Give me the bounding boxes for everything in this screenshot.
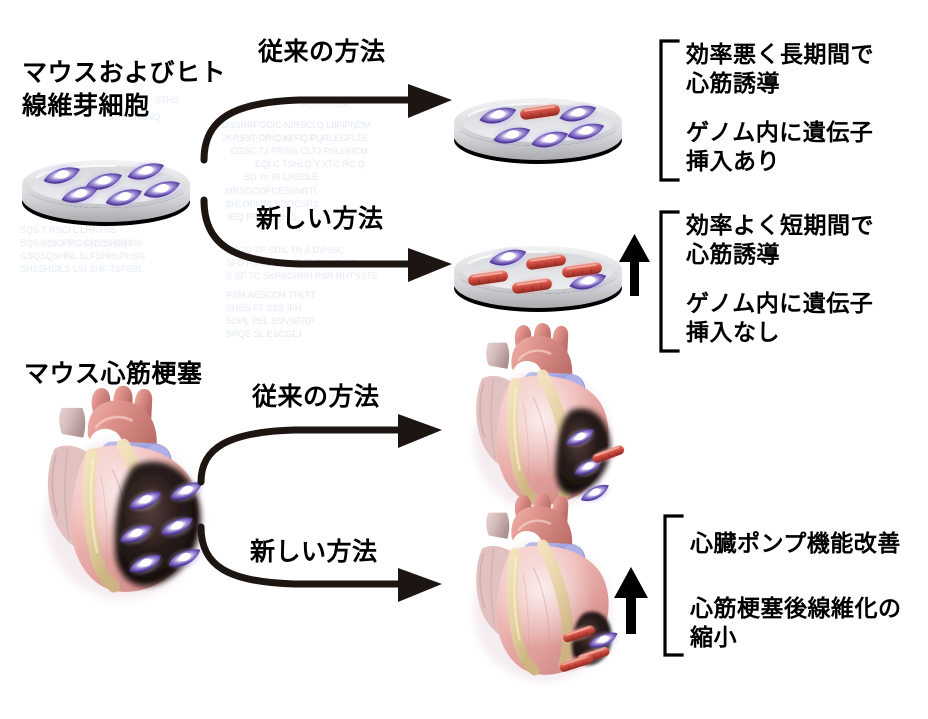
curved-flow-arrow-icon-dish-new [200,196,420,268]
flow-arrows [197,84,452,602]
result-note-heart-new-1: 心臓ポンプ機能改善 [690,530,901,556]
up-arrows [614,234,650,634]
arrow-label-dish-new: 新しい方法 [256,205,384,233]
up-arrow-icon-heart-new [614,567,648,634]
source-infarct-heart-art [45,386,209,600]
source-fibroblast-dish-art [20,155,192,228]
result-heart-conventional-art [474,323,631,511]
result-heart-new-art [474,493,623,681]
left-square-bracket-icon-3 [663,514,684,657]
left-square-bracket-icon-2 [659,210,680,353]
arrow-label-heart-new: 新しい方法 [250,538,378,566]
arrow-label-heart-conventional: 従来の方法 [252,383,380,411]
curved-flow-arrow-icon-heart-conventional [197,426,410,486]
arrow-label-dish-conventional: 従来の方法 [258,38,386,66]
result-note-dish-conventional-2: ゲノム内に遺伝子 挿入あり [686,119,874,175]
result-note-heart-new-2: 心筋梗塞後線維化の 縮小 [690,595,902,651]
brackets [659,39,684,657]
curved-flow-arrow-icon-heart-new [197,523,410,588]
result-note-dish-conventional-1: 効率悪く長期間で 心筋誘導 [686,41,874,97]
result-note-dish-new-2: ゲノム内に遺伝子 挿入なし [686,290,874,346]
result-dish-new-art [452,242,624,314]
source-label-infarct-heart: マウス心筋梗塞 [24,360,203,388]
curved-flow-arrow-icon-dish-conventional [200,96,420,164]
left-square-bracket-icon-1 [659,39,680,182]
result-note-dish-new-1: 効率よく短期間で 心筋誘導 [686,212,874,268]
source-label-fibroblasts: マウスおよびヒト 線維芽細胞 [22,59,227,120]
result-dish-conventional-art [452,96,624,166]
up-arrow-icon-dish-new [619,234,650,296]
